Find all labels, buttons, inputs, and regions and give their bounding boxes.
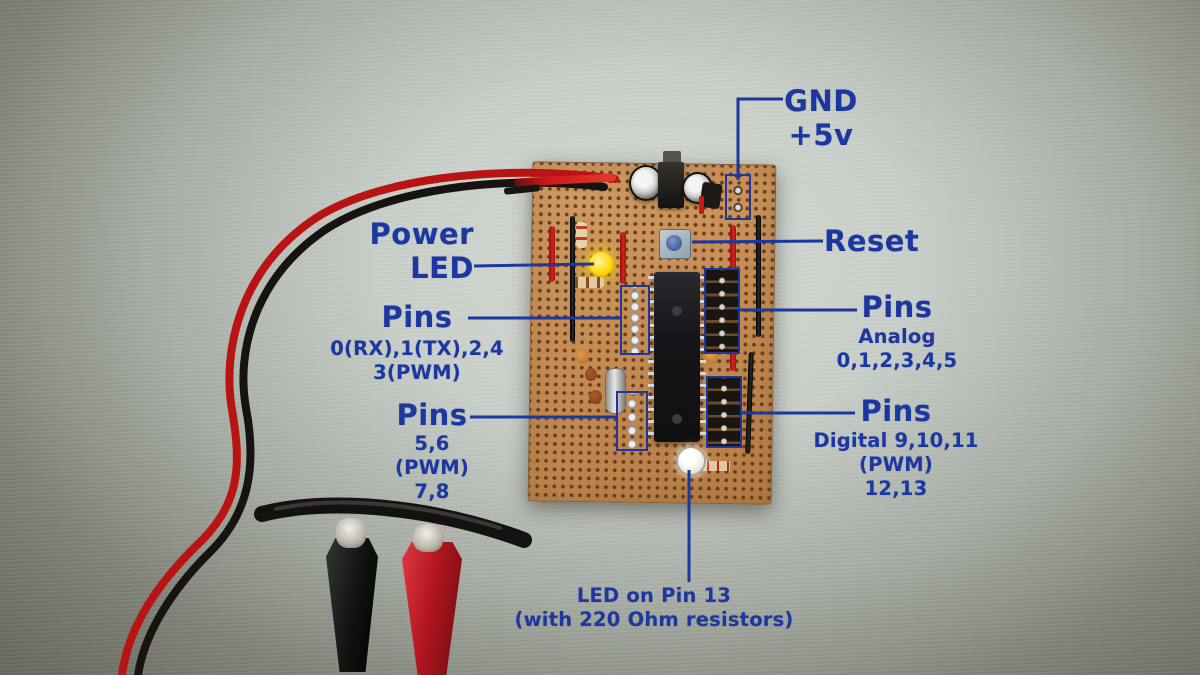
power-rail-label: GND +5v [778, 84, 864, 152]
pwm-pins-label: Pins 5,6 (PWM) 7,8 [394, 398, 470, 503]
resistor-220ohm [703, 461, 730, 471]
reset-label: Reset [824, 224, 920, 258]
electrolytic-capacitor [629, 165, 663, 201]
ceramic-capacitor [585, 368, 597, 381]
led13-label: LED on Pin 13 (with 220 Ohm resistors) [514, 584, 794, 631]
pin13-led [676, 446, 706, 476]
power-led-callout-line [473, 262, 595, 268]
red-clip-ferrule [413, 524, 443, 552]
serial-pins-header-outline [620, 285, 650, 355]
reset-callout-line [691, 239, 824, 244]
power-header-outline [725, 174, 751, 220]
chip-dimple [672, 414, 682, 424]
gnd-label: GND [784, 84, 858, 118]
black-jumper-wire [756, 215, 761, 337]
atmega-dip-chip [648, 272, 706, 442]
resistor [571, 277, 604, 288]
ceramic-capacitor [576, 349, 589, 364]
black-clip-ferrule [336, 518, 366, 548]
ceramic-capacitor [589, 390, 602, 404]
red-wire-stub [699, 196, 704, 214]
resistor [576, 222, 587, 248]
reset-pushbutton [659, 229, 691, 259]
red-lead-wire [118, 168, 619, 675]
serial-pins-label: Pins 0(RX),1(TX),2,4 3(PWM) [330, 300, 504, 384]
red-jumper-wire [620, 232, 626, 284]
power-led-label: Power LED [369, 217, 474, 285]
clip-cable-highlight [274, 500, 502, 530]
black-lead-wire [134, 178, 608, 675]
clip-cable [254, 497, 532, 548]
voltage-regulator [658, 162, 684, 208]
gnd-callout-line [736, 97, 783, 180]
digital-pins-label: Pins Digital 9,10,11 (PWM) 12,13 [813, 394, 979, 500]
chip-dimple [672, 306, 682, 316]
red-jumper-wire [549, 226, 555, 282]
plus5v-label: +5v [788, 118, 854, 152]
black-jumper-wire [570, 216, 575, 342]
analog-pins-label: Pins Analog 0,1,2,3,4,5 [836, 290, 958, 372]
pwm-pins-header-outline [616, 391, 648, 451]
